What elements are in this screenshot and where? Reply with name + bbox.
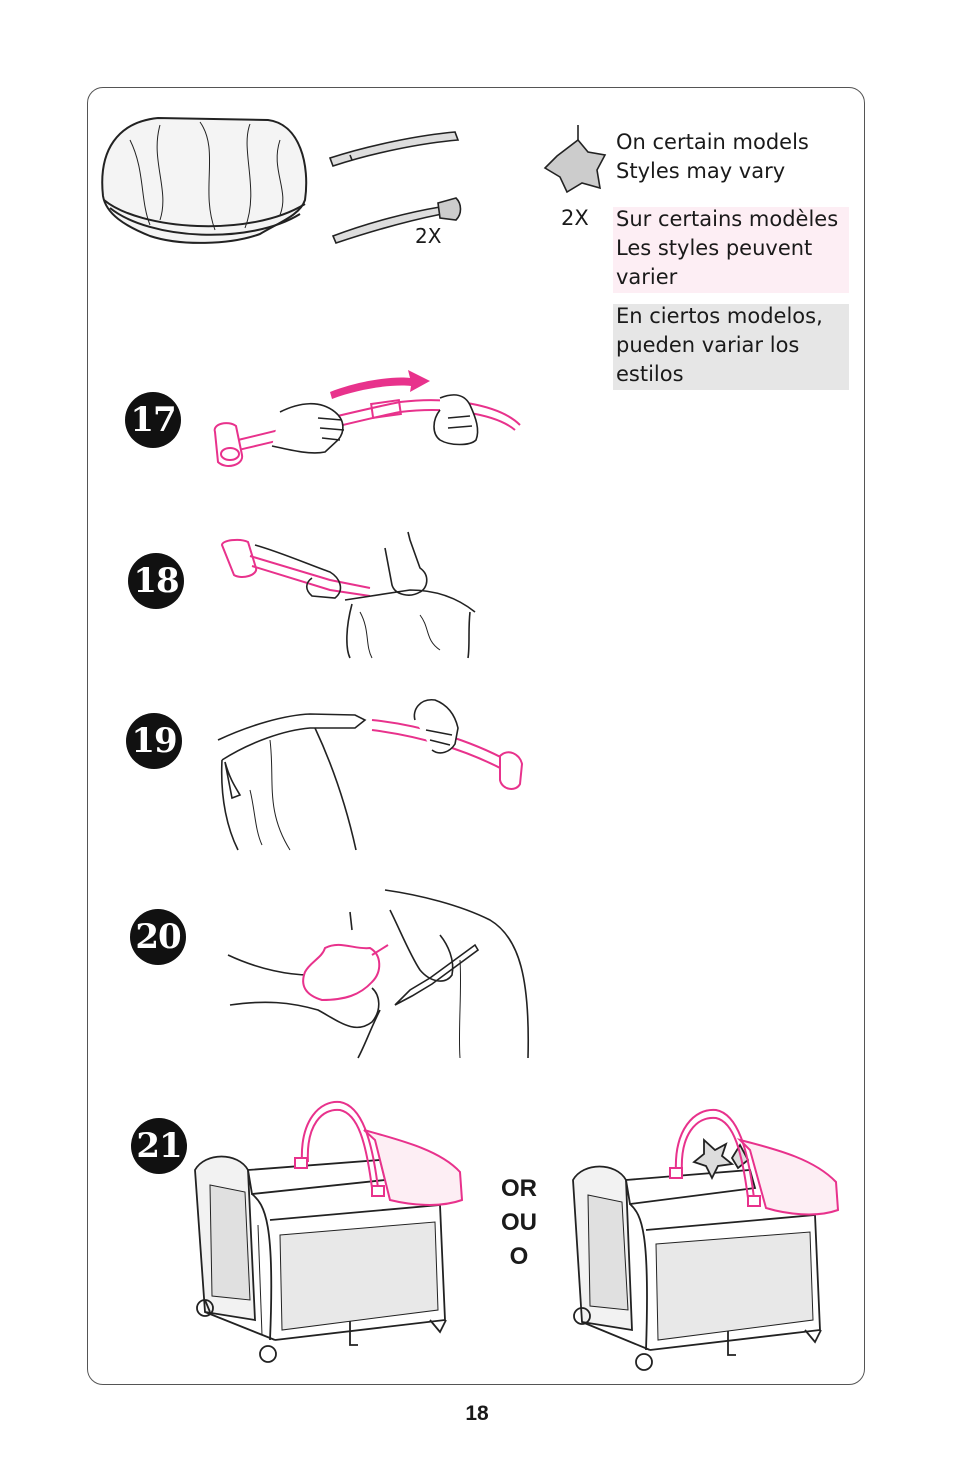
or-label: OR OU O	[490, 1172, 548, 1274]
step-17-badge: 17	[125, 392, 181, 448]
or-label-es: O	[509, 1243, 529, 1270]
english-note: On certain models Styles may vary	[616, 128, 809, 186]
french-note-line: Les styles peuvent	[616, 236, 813, 260]
french-note-box	[613, 207, 849, 293]
spanish-note-box	[613, 304, 849, 390]
page-number: 18	[465, 1402, 489, 1425]
page-frame	[87, 87, 865, 1385]
rod-quantity: 2X	[415, 224, 442, 248]
spanish-note-line: pueden variar los	[616, 333, 800, 357]
step-21-badge: 21	[131, 1118, 187, 1174]
spanish-note-line: En ciertos modelos,	[616, 304, 823, 328]
english-note-line: Styles may vary	[616, 159, 786, 183]
step-20-badge: 20	[130, 909, 186, 965]
french-note-line: Sur certains modèles	[616, 207, 839, 231]
spanish-note-line: estilos	[616, 362, 684, 386]
or-label-fr: OU	[501, 1209, 537, 1236]
french-note-line: varier	[616, 265, 678, 289]
spanish-note: En ciertos modelos, pueden variar los es…	[616, 302, 823, 389]
or-label-en: OR	[501, 1175, 537, 1202]
french-note: Sur certains modèles Les styles peuvent …	[616, 205, 838, 292]
step-18-badge: 18	[128, 553, 184, 609]
step-19-badge: 19	[126, 713, 182, 769]
toy-quantity: 2X	[561, 206, 589, 230]
english-note-line: On certain models	[616, 130, 809, 154]
